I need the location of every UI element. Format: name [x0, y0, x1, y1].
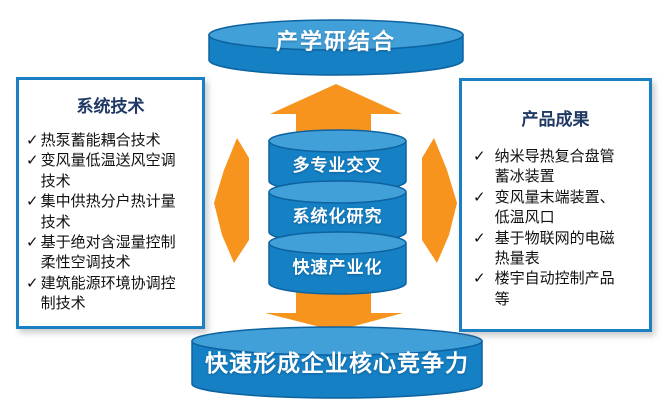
check-icon: ✓: [26, 151, 39, 170]
list-item-text: 集中供热分户热计量技术: [40, 192, 176, 231]
left-panel: 系统技术 ✓ 热泵蓄能耦合技术 ✓ 变风量低温送风空调技术 ✓ 集中供热分户热计…: [16, 77, 205, 329]
list-item: ✓ 基于绝对含湿量控制柔性空调技术: [26, 232, 202, 273]
list-item: ✓ 建筑能源环境协调控制技术: [26, 273, 202, 314]
bottom-cylinder-shape: [191, 340, 483, 399]
up-arrow-icon: [270, 84, 402, 136]
center-cylinder-1-lid: [268, 129, 407, 153]
list-item: ✓ 变风量末端装置、低温风口: [473, 187, 649, 228]
check-icon: ✓: [473, 269, 486, 288]
right-panel-list: ✓ 纳米导热复合盘管蓄冰装置 ✓ 变风量末端装置、低温风口 ✓ 基于物联网的电磁…: [462, 146, 649, 309]
check-icon: ✓: [26, 131, 39, 149]
list-item-text: 热泵蓄能耦合技术: [40, 131, 161, 149]
list-item-text: 楼宇自动控制产品等: [494, 269, 615, 308]
list-item-text: 变风量末端装置、低温风口: [494, 187, 615, 227]
list-item-text: 建筑能源环境协调控制技术: [40, 273, 176, 313]
right-panel-title: 产品成果: [521, 110, 590, 130]
check-icon: ✓: [473, 187, 486, 206]
list-item-text: 基于绝对含湿量控制柔性空调技术: [40, 232, 176, 272]
list-item: ✓ 变风量低温送风空调技术: [26, 150, 202, 191]
center-cylinder-label-3: 快速产业化: [292, 258, 383, 278]
list-item: ✓ 热泵蓄能耦合技术: [26, 130, 202, 150]
check-icon: ✓: [26, 273, 39, 292]
list-item: ✓ 集中供热分户热计量技术: [26, 191, 202, 232]
check-icon: ✓: [473, 228, 486, 247]
list-item: ✓ 纳米导热复合盘管蓄冰装置: [473, 146, 649, 187]
top-cylinder-lid: [208, 19, 464, 51]
center-cylinder-label-1: 多专业交叉: [292, 156, 383, 176]
list-item: ✓ 楼宇自动控制产品等: [473, 268, 649, 309]
left-panel-list: ✓ 热泵蓄能耦合技术 ✓ 变风量低温送风空调技术 ✓ 集中供热分户热计量技术 ✓…: [19, 130, 202, 314]
center-cylinder-2-lid: [268, 180, 407, 204]
bottom-cylinder-lid: [191, 326, 483, 356]
list-item: ✓ 基于物联网的电磁热量表: [473, 228, 649, 269]
check-icon: ✓: [26, 192, 39, 211]
right-panel: 产品成果 ✓ 纳米导热复合盘管蓄冰装置 ✓ 变风量末端装置、低温风口 ✓ 基于物…: [459, 78, 652, 332]
center-cylinder-label-2: 系统化研究: [292, 207, 383, 227]
left-panel-title: 系统技术: [76, 97, 145, 117]
list-item-text: 变风量低温送风空调技术: [40, 151, 176, 190]
right-arrow-icon: [422, 138, 457, 263]
list-item-text: 纳米导热复合盘管蓄冰装置: [494, 147, 615, 186]
center-cylinder-3-shape: [268, 242, 407, 295]
check-icon: ✓: [26, 232, 39, 251]
left-arrow-icon: [214, 138, 249, 263]
check-icon: ✓: [473, 147, 486, 165]
center-cylinder-3-lid: [268, 231, 407, 255]
bottom-cylinder-label: 快速形成企业核心竞争力: [205, 351, 469, 377]
top-cylinder-label: 产学研结合: [275, 30, 396, 55]
down-arrow-icon: [265, 291, 403, 331]
list-item-text: 基于物联网的电磁热量表: [494, 228, 615, 267]
